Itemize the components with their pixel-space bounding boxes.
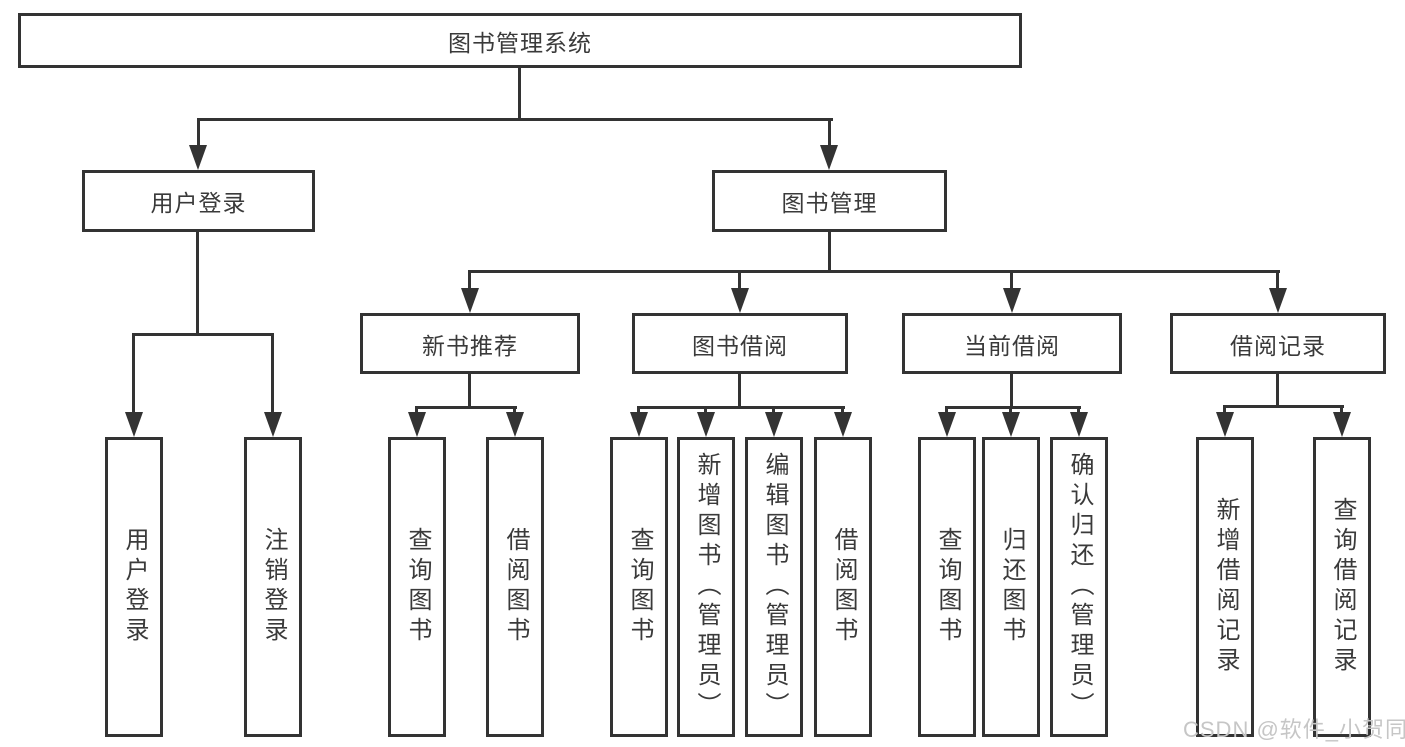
connector-line <box>738 374 741 408</box>
connector-line <box>1010 272 1013 292</box>
connector-line <box>468 374 471 408</box>
arrowhead-down-icon <box>189 145 207 170</box>
leaf-user-login: 用户登录 <box>105 437 163 737</box>
node-borrow-records: 借阅记录 <box>1170 313 1386 374</box>
node-user-login: 用户登录 <box>82 170 315 232</box>
connector-line <box>415 406 517 409</box>
leaf-current-confirm-return-admin: 确认归还（管理员） <box>1050 437 1108 737</box>
arrowhead-down-icon <box>461 288 479 313</box>
arrowhead-down-icon <box>506 412 524 437</box>
arrowhead-down-icon <box>820 145 838 170</box>
connector-line <box>197 120 200 148</box>
arrowhead-down-icon <box>834 412 852 437</box>
connector-line <box>1276 374 1279 407</box>
connector-line <box>196 232 199 335</box>
arrowhead-down-icon <box>765 412 783 437</box>
leaf-borrow-borrow-books: 借阅图书 <box>814 437 872 737</box>
arrowhead-down-icon <box>630 412 648 437</box>
leaf-current-return-books: 归还图书 <box>982 437 1040 737</box>
arrowhead-down-icon <box>125 412 143 437</box>
connector-line <box>518 68 521 120</box>
leaf-current-query-books: 查询图书 <box>918 437 976 737</box>
arrowhead-down-icon <box>938 412 956 437</box>
leaf-borrow-edit-books-admin: 编辑图书（管理员） <box>745 437 803 737</box>
connector-line <box>828 120 831 148</box>
connector-line <box>132 333 274 336</box>
connector-line <box>1223 405 1344 408</box>
arrowhead-down-icon <box>408 412 426 437</box>
arrowhead-down-icon <box>1070 412 1088 437</box>
node-book-borrow: 图书借阅 <box>632 313 848 374</box>
connector-line <box>197 118 833 121</box>
connector-line <box>468 270 1280 273</box>
arrowhead-down-icon <box>1003 288 1021 313</box>
leaf-records-query-record: 查询借阅记录 <box>1313 437 1371 737</box>
connector-line <box>271 335 274 415</box>
arrowhead-down-icon <box>1333 412 1351 437</box>
leaf-logout-login: 注销登录 <box>244 437 302 737</box>
arrowhead-down-icon <box>1002 412 1020 437</box>
connector-line <box>1340 407 1343 415</box>
connector-line <box>738 272 741 292</box>
leaf-newbook-query-books: 查询图书 <box>388 437 446 737</box>
leaf-borrow-add-books-admin: 新增图书（管理员） <box>677 437 735 737</box>
connector-line <box>468 272 471 292</box>
connector-line <box>132 335 135 415</box>
connector-line <box>1276 272 1279 292</box>
node-book-management: 图书管理 <box>712 170 947 232</box>
arrowhead-down-icon <box>1269 288 1287 313</box>
node-current-borrow: 当前借阅 <box>902 313 1122 374</box>
connector-line <box>945 406 1081 409</box>
node-library-system: 图书管理系统 <box>18 13 1022 68</box>
leaf-records-add-record: 新增借阅记录 <box>1196 437 1254 737</box>
arrowhead-down-icon <box>697 412 715 437</box>
connector-line <box>828 232 831 272</box>
arrowhead-down-icon <box>731 288 749 313</box>
connector-line <box>637 406 845 409</box>
arrowhead-down-icon <box>264 412 282 437</box>
node-new-book-recommend: 新书推荐 <box>360 313 580 374</box>
connector-line <box>1223 407 1226 415</box>
connector-line <box>1010 374 1013 408</box>
leaf-newbook-borrow-books: 借阅图书 <box>486 437 544 737</box>
leaf-borrow-query-books: 查询图书 <box>610 437 668 737</box>
arrowhead-down-icon <box>1216 412 1234 437</box>
